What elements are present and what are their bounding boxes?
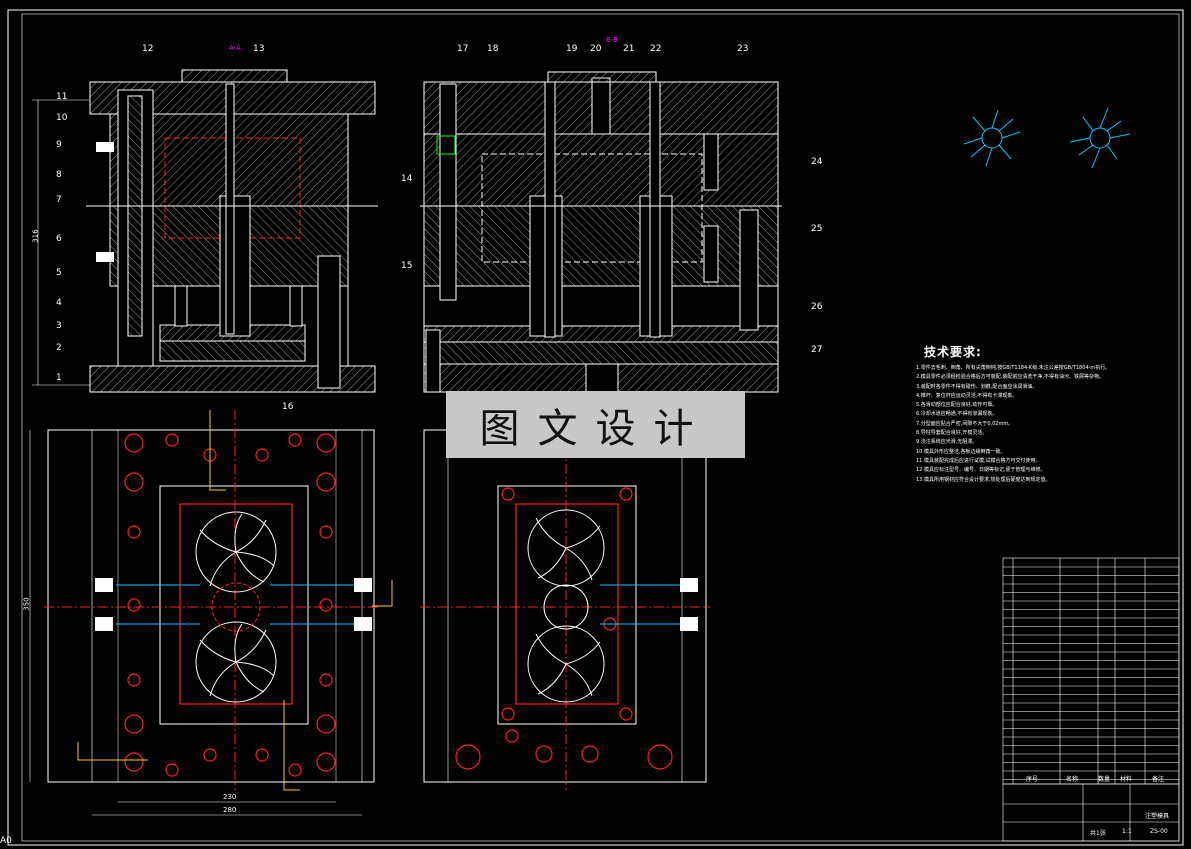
tech-note: 5.各滑动部位应配合良好,动作可靠。	[916, 402, 998, 409]
tech-note: 8.导柱导套配合良好,开模灵活。	[916, 430, 988, 437]
part-label-8: 8	[56, 170, 62, 180]
part-label-26: 26	[811, 302, 823, 312]
part-label-1: 1	[56, 373, 62, 383]
part-label-27: 27	[811, 345, 823, 355]
tech-note: 10.模具外形应整洁,各板边缘倒角一致。	[916, 448, 1006, 455]
tech-requirements-list: 1.零件去毛刺、倒角、所有尖角倒钝,按GB/T1184-K级,未注公差按GB/T…	[916, 364, 1186, 485]
tech-note: 9.浇注系统应光滑,无阻滞。	[916, 439, 978, 446]
tech-note: 3.装配时各零件不得有碰伤、划痕,配合面应涂润滑油。	[916, 383, 1038, 390]
tech-note: 1.零件去毛刺、倒角、所有尖角倒钝,按GB/T1184-K级,未注公差按GB/T…	[916, 365, 1111, 371]
tech-note: 7.分型面应贴合严密,间隙不大于0.02mm。	[916, 420, 1014, 427]
sheet-size-mark: A0	[0, 836, 12, 846]
parts-list	[1002, 557, 1180, 842]
title-block-sheet: 共1张	[1090, 830, 1106, 837]
part-label-19: 19	[566, 44, 578, 54]
part-label-25: 25	[811, 224, 823, 234]
part-label-11: 11	[56, 92, 68, 102]
part-label-24: 24	[811, 157, 823, 167]
part-label-14: 14	[401, 174, 413, 184]
drawing-inner-border	[21, 13, 1180, 842]
parts-col-no: 序号	[1026, 776, 1039, 783]
dim-outer-width: 280	[223, 806, 237, 814]
part-label-23: 23	[737, 44, 749, 54]
tech-note: 2.模具零件必须经检验合格后方可装配,装配前应清洗干净,不得有油污、铁屑等杂物。	[916, 374, 1104, 381]
part-label-13: 13	[253, 44, 265, 54]
dim-height-left: 316	[31, 229, 40, 243]
fan-product-sketch	[963, 107, 1131, 169]
part-label-22: 22	[650, 44, 662, 54]
title-block-scale: 1:1	[1122, 828, 1132, 835]
part-label-3: 3	[56, 321, 62, 331]
part-label-20: 20	[590, 44, 602, 54]
tech-note: 12.模具应标注型号、编号、日期等标记,便于管理与维修。	[916, 467, 1046, 474]
part-label-17: 17	[457, 44, 469, 54]
parts-col-name: 名称	[1066, 776, 1079, 783]
tech-note: 6.冷却水道应畅通,不得有渗漏现象。	[916, 411, 998, 418]
plan-view-moving-half	[29, 410, 393, 816]
parts-col-material: 材料	[1120, 776, 1133, 783]
tech-note: 13.模具所用钢材应符合设计要求,热处理后硬度达到规定值。	[916, 476, 1051, 483]
drawing-border	[7, 9, 1184, 846]
parts-col-qty: 数量	[1098, 776, 1111, 783]
section-view-a	[32, 69, 378, 393]
part-label-6: 6	[56, 234, 62, 244]
parts-col-remark: 备注	[1152, 776, 1165, 783]
part-label-15: 15	[401, 261, 413, 271]
part-label-16: 16	[282, 402, 294, 412]
title-block-name: 注塑模具	[1145, 813, 1170, 820]
part-label-18: 18	[487, 44, 499, 54]
tech-note: 11.模具装配完成后应进行试模,试模合格方可交付使用。	[916, 457, 1041, 464]
section-mark-b: B-B	[606, 36, 618, 44]
title-block-drawing-no: ZS-00	[1150, 828, 1168, 835]
section-mark-a: A-A	[229, 44, 241, 52]
part-label-7: 7	[56, 195, 62, 205]
dim-overall-height: 350	[22, 597, 31, 611]
part-label-10: 10	[56, 113, 68, 123]
plan-view-fixed-half	[420, 410, 710, 790]
tech-note: 4.推杆、复位杆应运动灵活,不得有卡滞现象。	[916, 392, 1018, 399]
tech-requirements-title: 技术要求:	[924, 345, 982, 359]
watermark: 图文设计	[446, 391, 745, 458]
part-label-2: 2	[56, 343, 62, 353]
part-label-4: 4	[56, 298, 62, 308]
section-view-b	[420, 71, 782, 393]
part-label-9: 9	[56, 140, 62, 150]
dim-inner-width: 230	[223, 793, 237, 801]
part-label-5: 5	[56, 268, 62, 278]
part-label-12: 12	[142, 44, 154, 54]
part-label-21: 21	[623, 44, 635, 54]
